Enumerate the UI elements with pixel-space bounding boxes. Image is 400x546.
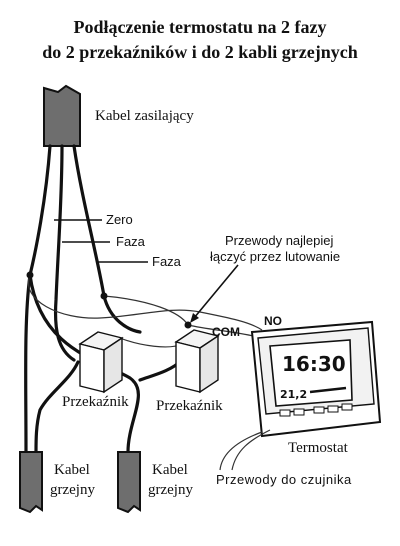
solder-note-line-2: łączyć przez lutowanie — [210, 249, 340, 264]
thermostat-label: Termostat — [288, 440, 349, 456]
relay-right-label: Przekaźnik — [156, 398, 223, 414]
relay-left-label: Przekaźnik — [62, 394, 129, 410]
heating-cable-left-label-1: Kabel — [54, 462, 90, 478]
solder-note-line-1: Przewody najlepiej — [225, 233, 334, 248]
sensor-wires-label: Przewody do czujnika — [216, 472, 352, 487]
heating-cable-left-label-2: grzejny — [50, 482, 95, 498]
heating-cable-right-label-2: grzejny — [148, 482, 193, 498]
thermostat-buttons — [279, 403, 353, 417]
supply-cable-label: Kabel zasilający — [95, 108, 194, 124]
com-label: COM — [212, 325, 240, 339]
solder-note-arrowhead — [190, 313, 199, 323]
solder-note-leader — [193, 264, 239, 319]
no-label: NO — [264, 314, 282, 328]
title-line-1: Podłączenie termostatu na 2 fazy — [74, 17, 327, 37]
thermostat-temperature: 21,2 — [280, 388, 307, 401]
heating-cable-right-label-1: Kabel — [152, 462, 188, 478]
heating-cable-right — [117, 451, 141, 514]
thermostat-time: 16:30 — [282, 352, 346, 376]
junction-com — [184, 321, 192, 329]
zero-label: Zero — [106, 212, 133, 227]
supply-cable — [43, 84, 81, 147]
title-line-2: do 2 przekaźników i do 2 kabli grzejnych — [42, 42, 358, 62]
relay-right — [174, 329, 220, 394]
phase-1-label: Faza — [116, 234, 146, 249]
junction-left — [26, 271, 34, 279]
junction-right — [100, 292, 108, 300]
thermostat — [219, 320, 382, 471]
relay-left — [78, 331, 124, 394]
phase-2-label: Faza — [152, 254, 182, 269]
heating-cable-left — [19, 451, 43, 514]
